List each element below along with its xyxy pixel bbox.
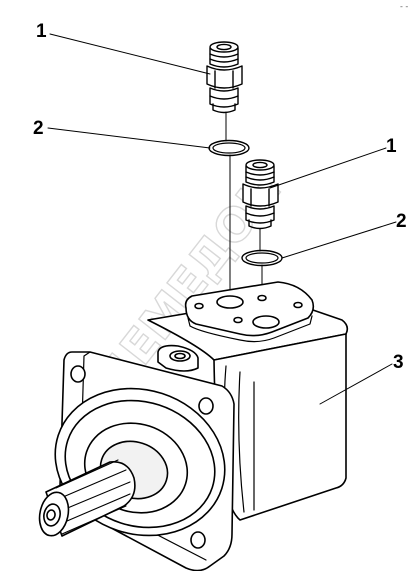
callout-label-1-lower: 1 (386, 136, 397, 157)
lower-fitting (242, 159, 279, 230)
corner-mark: - - (400, 2, 408, 11)
callout-label-2-lower: 2 (396, 211, 407, 232)
callout-label-2-upper: 2 (33, 118, 44, 139)
upper-oring (208, 139, 250, 157)
upper-fitting (206, 41, 243, 114)
callout-label-3: 3 (393, 352, 404, 373)
callout-leaders (47, 33, 397, 405)
lower-oring (241, 249, 283, 267)
hydraulic-motor (38, 281, 349, 571)
callout-label-1-upper: 1 (36, 21, 47, 42)
